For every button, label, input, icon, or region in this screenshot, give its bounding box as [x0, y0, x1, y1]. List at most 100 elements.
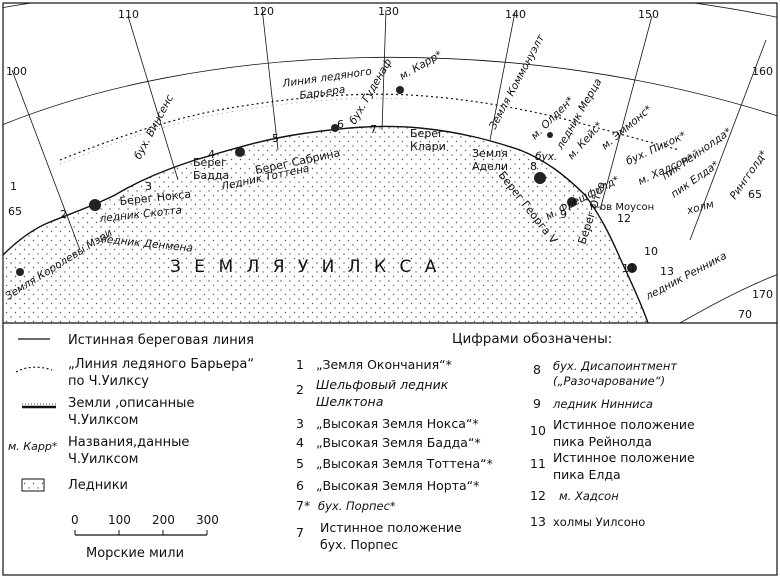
legend-text: Названия,данные — [68, 435, 189, 450]
place-label: м. Карр* — [398, 49, 445, 83]
legend-item: бух. Порпес — [320, 537, 398, 552]
legend: м. Карр* Истинная береговая линия „Линия… — [8, 331, 695, 561]
legend-sample-name: м. Карр* — [8, 440, 58, 453]
antarctic-land — [3, 126, 648, 323]
legend-symbol-glacier — [21, 478, 45, 492]
legend-num: 1 — [296, 357, 304, 372]
legend-item: ледник Нинниса — [552, 397, 653, 411]
place-label: Земля — [472, 147, 508, 160]
legend-item: Истинное положение — [553, 450, 695, 465]
legend-num: 7 — [296, 525, 304, 540]
latitude-label: 65 — [748, 188, 762, 201]
legend-item: „Высокая Земля Тоттена“* — [316, 456, 493, 471]
legend-item: „Высокая Земля Бадда“* — [316, 435, 481, 450]
legend-item: пика Рейнолда — [553, 434, 652, 449]
place-label: Клари — [410, 140, 446, 153]
meridian — [489, 11, 516, 141]
legend-text: Ч.Уилксом — [68, 413, 138, 428]
longitude-label: 120 — [253, 5, 274, 18]
map-number: 5 — [272, 132, 279, 145]
ice-barrier-line — [59, 93, 681, 161]
legend-item: „Высокая Земля Нокса“* — [316, 416, 479, 431]
legend-item: Шельфовый ледник — [316, 377, 449, 392]
longitude-label: 100 — [6, 65, 27, 78]
latitude-label: 70 — [738, 308, 752, 321]
latitude-label: 65 — [8, 205, 22, 218]
place-label: п-ов Моусон — [590, 202, 654, 213]
longitude-label: 150 — [638, 8, 659, 21]
latitude-line — [3, 56, 777, 126]
scale-label: Морские мили — [86, 546, 184, 561]
map-area: 110 120 130 140 150 160 100 65 65 170 70… — [3, 3, 777, 323]
map-number: 6 — [337, 118, 344, 131]
legend-symbol-hatched — [22, 403, 56, 409]
place-label: Земля Коммонуэлт — [487, 32, 547, 131]
longitude-label: 160 — [752, 65, 773, 78]
legend-heading: Цифрами обозначены: — [452, 331, 612, 347]
legend-item: („Разочарование“) — [553, 374, 665, 388]
legend-num: 12 — [530, 488, 546, 503]
place-label: Берег — [193, 156, 227, 169]
latitude-line — [679, 274, 777, 323]
place-label: Бадда — [193, 169, 229, 182]
map-number: 7 — [370, 123, 377, 136]
map-number: 8 — [530, 160, 537, 173]
meridian — [599, 15, 653, 211]
legend-item: Истинное положение — [320, 520, 462, 535]
map-number: 4 — [208, 148, 215, 161]
scale-tick: 300 — [196, 513, 219, 527]
meridian — [127, 15, 179, 181]
legend-symbol-dotted — [15, 366, 53, 373]
scale-tick: 200 — [152, 513, 175, 527]
legend-item: „Земля Окончания“* — [316, 357, 452, 372]
map-number: 1 — [10, 180, 17, 193]
meridian — [261, 7, 279, 151]
region-title: З Е М Л Я У И Л К С А — [170, 257, 440, 277]
scale-tick: 100 — [108, 513, 131, 527]
place-label: бух. — [535, 151, 557, 163]
meridian — [381, 9, 387, 131]
legend-item: бух. Порпес* — [318, 499, 396, 513]
legend-item: пика Елда — [553, 467, 621, 482]
legend-text: по Ч.Уилксу — [68, 374, 149, 389]
place-label: Адели — [472, 160, 508, 173]
longitude-label: 140 — [505, 8, 526, 21]
scale-tick: 0 — [71, 513, 79, 527]
map-number: 11 — [622, 262, 636, 275]
meridian — [689, 39, 767, 241]
legend-num: 11 — [530, 456, 546, 471]
legend-num: 4 — [296, 435, 304, 450]
legend-num: 2 — [296, 382, 304, 397]
legend-item: Шелктона — [316, 394, 383, 409]
place-label: Берег — [410, 127, 444, 140]
legend-text: Земли ,описанные — [68, 396, 194, 411]
legend-text: Ч.Уилксом — [68, 452, 138, 467]
legend-item: м. Хадсон — [559, 489, 619, 503]
legend-num: 6 — [296, 478, 304, 493]
legend-text: Истинная береговая линия — [68, 333, 254, 348]
legend-num: 3 — [296, 416, 304, 431]
legend-num: 13 — [530, 514, 546, 529]
longitude-label: 110 — [118, 8, 139, 21]
map-number: 10 — [644, 245, 658, 258]
legend-num: 10 — [530, 423, 546, 438]
map-number: 3 — [145, 180, 152, 193]
legend-num: 8 — [533, 362, 541, 377]
glacier-marks — [16, 86, 637, 276]
legend-item: Истинное положение — [553, 417, 695, 432]
latitude-label: 170 — [752, 288, 773, 301]
legend-num: 5 — [296, 456, 304, 471]
scale-bar: 0 100 200 300 Морские мили — [71, 513, 219, 561]
legend-text: Ледники — [68, 478, 128, 493]
legend-item: „Высокая Земля Норта“* — [316, 478, 479, 493]
map-number: 12 — [617, 212, 631, 225]
longitude-label: 130 — [378, 5, 399, 18]
legend-item: бух. Дисапоинтмент — [553, 359, 677, 373]
map-number: 9 — [560, 208, 567, 221]
legend-num: 9 — [533, 396, 541, 411]
legend-num: 7* — [296, 498, 310, 513]
meridian — [11, 69, 81, 251]
legend-text: „Линия ледяного Барьера“ — [68, 357, 254, 372]
